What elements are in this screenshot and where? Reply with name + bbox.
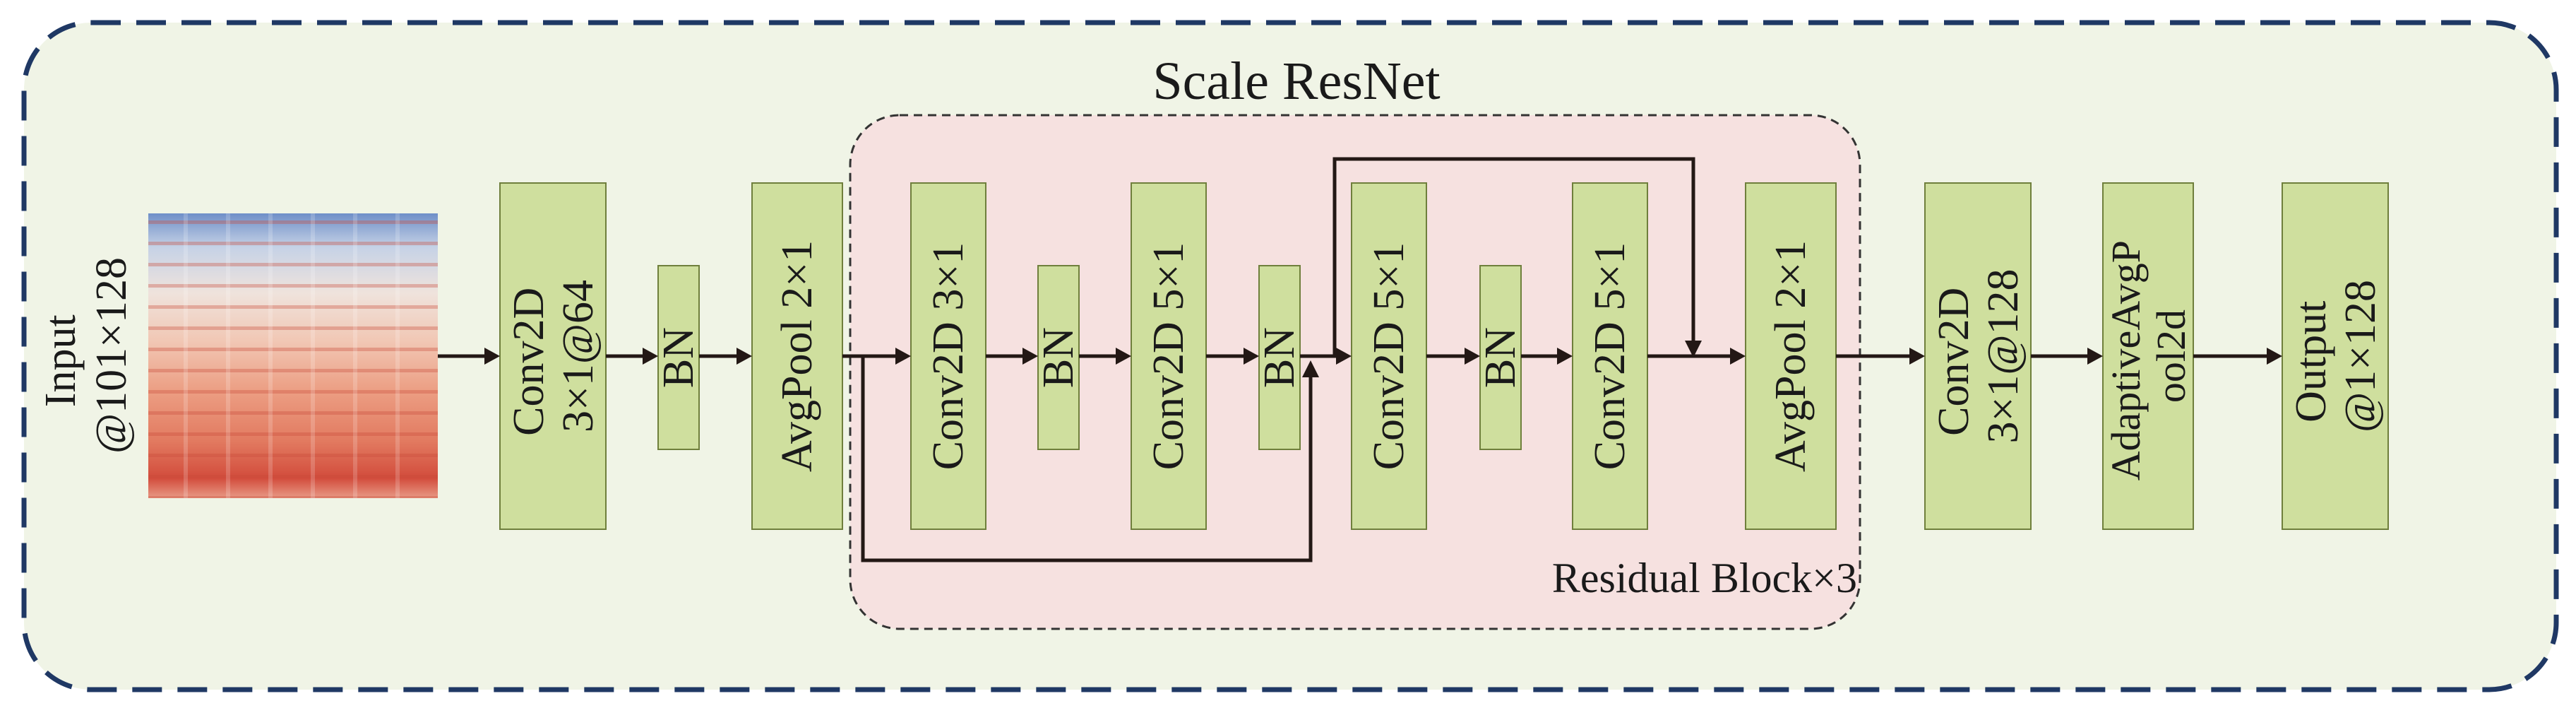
residual-conv2d-c [1351,182,1427,530]
input-label: Input @101×128 [37,257,136,454]
residual-conv2d-d-label: Conv2D 5×1 [1586,242,1634,471]
adaptive-avgpool-block-label: AdaptiveAvgP ool2d [2103,232,2194,481]
bn-block-2 [1037,265,1080,450]
bn-block-3-label: BN [1256,327,1304,388]
residual-conv2d-d [1572,182,1648,530]
bn-block-4-label: BN [1477,327,1525,388]
diagram-title: Scale ResNet [1152,52,1440,111]
avgpool-block-1 [751,182,843,530]
input-label-line2: @101×128 [88,257,136,454]
residual-conv2d-b [1131,182,1207,530]
residual-conv2d-a [910,182,986,530]
residual-block-label: Residual Block×3 [1552,555,1857,601]
flow-arrows [438,157,2282,562]
avgpool-block-1-label: AvgPool 2×1 [773,240,821,472]
conv2d-block-2-label: Conv2D 3×1@128 [1930,269,2027,443]
avgpool-block-2-label: AvgPool 2×1 [1767,240,1815,472]
bn-block-2-label: BN [1034,327,1083,388]
conv2d-block-1-label: Conv2D 3×1@64 [505,276,602,436]
residual-conv2d-b-label: Conv2D 5×1 [1145,242,1193,471]
bn-block-4 [1479,265,1522,450]
adaptive-avgpool-block [2102,182,2194,530]
bn-block-1 [657,265,700,450]
bn-block-1-label: BN [655,327,703,388]
input-spectrogram [148,213,438,498]
output-block-label: Output @1×128 [2287,280,2385,432]
residual-conv2d-a-label: Conv2D 3×1 [924,242,972,471]
bn-block-3 [1258,265,1301,450]
conv2d-block-1 [499,182,607,530]
residual-conv2d-c-label: Conv2D 5×1 [1365,242,1413,471]
input-label-line1: Input [37,314,85,407]
